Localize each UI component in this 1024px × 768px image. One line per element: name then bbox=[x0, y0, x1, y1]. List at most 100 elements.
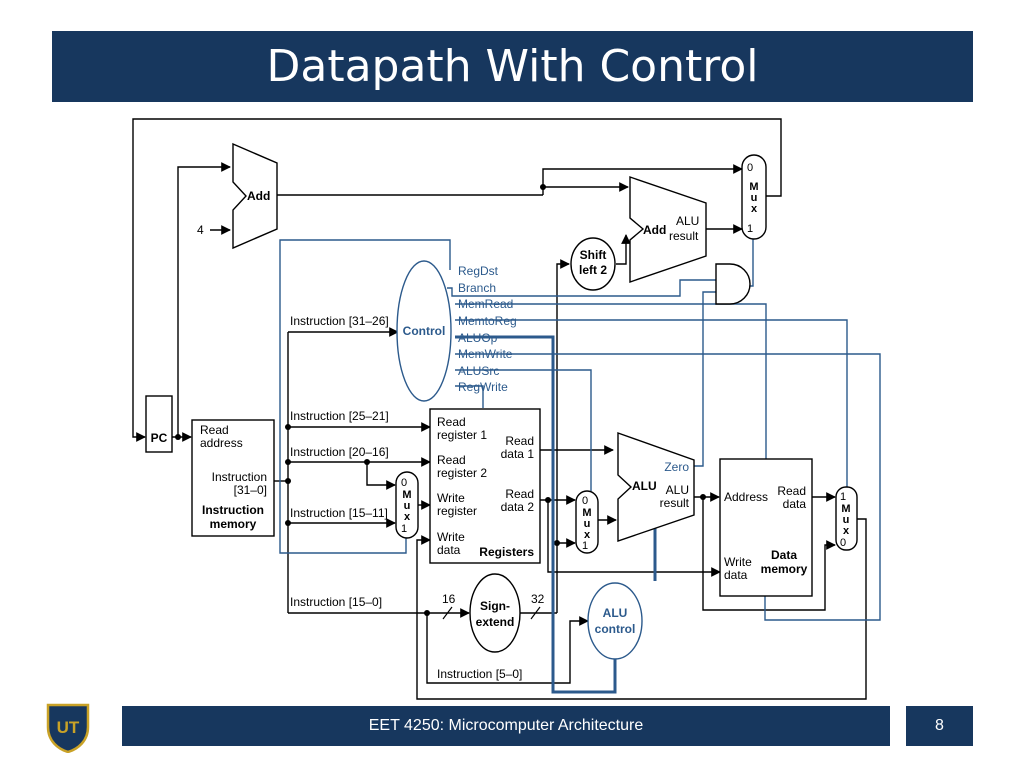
data-memory bbox=[719, 458, 813, 597]
reg-write-b: register bbox=[437, 504, 477, 518]
control-unit-label: Control bbox=[403, 324, 446, 338]
instruction-memory bbox=[191, 419, 275, 537]
signal-regwrite: RegWrite bbox=[458, 380, 508, 394]
imem-bits: [31–0] bbox=[234, 483, 267, 497]
field-20-16: Instruction [20–16] bbox=[290, 445, 389, 459]
alu-control-2: control bbox=[595, 622, 636, 636]
dmem-write-a: Write bbox=[724, 555, 752, 569]
memtoreg-mux-x: x bbox=[843, 525, 850, 537]
junction-dots bbox=[175, 184, 706, 616]
alusrc-mux-x: x bbox=[584, 529, 591, 541]
pc-adder-label: Add bbox=[247, 189, 270, 203]
sign-extend-1: Sign- bbox=[480, 599, 510, 613]
shift-label-1: Shift bbox=[580, 248, 607, 262]
instruction-field-labels: Instruction [31–26] Instruction [25–21] … bbox=[290, 314, 522, 681]
imem-name-2: memory bbox=[210, 517, 257, 531]
shift-left-2-shape bbox=[570, 237, 616, 291]
regdst-mux-u: u bbox=[404, 500, 411, 512]
regdst-mux-1: 1 bbox=[401, 523, 407, 535]
reg-read2-b: register 2 bbox=[437, 466, 487, 480]
signal-aluop: ALUOp bbox=[458, 331, 498, 345]
registers-label: Registers bbox=[479, 545, 534, 559]
alusrc-mux-m: M bbox=[582, 507, 591, 519]
university-logo: UT bbox=[46, 703, 90, 753]
dmem-read-b: data bbox=[783, 497, 807, 511]
field-31-26: Instruction [31–26] bbox=[290, 314, 389, 328]
bus-width-16: 16 bbox=[442, 592, 456, 606]
branch-adder-result: result bbox=[669, 229, 699, 243]
signal-branch: Branch bbox=[458, 281, 496, 295]
signal-regdst: RegDst bbox=[458, 264, 499, 278]
bus-slash-16 bbox=[442, 606, 453, 620]
reg-rdata1-b: data 1 bbox=[501, 447, 535, 461]
reg-read1-a: Read bbox=[437, 415, 466, 429]
alusrc-mux-1: 1 bbox=[582, 540, 588, 552]
pc-source-mux bbox=[741, 154, 767, 240]
imem-name-1: Instruction bbox=[202, 503, 264, 517]
dmem-read-a: Read bbox=[777, 484, 806, 498]
control-unit-shape bbox=[396, 260, 452, 402]
field-25-21: Instruction [25–21] bbox=[290, 409, 389, 423]
branch-and-gate bbox=[715, 263, 751, 305]
shift-label-2: left 2 bbox=[579, 263, 607, 277]
memtoreg-mux-1: 1 bbox=[840, 491, 846, 503]
imem-address: address bbox=[200, 436, 243, 450]
alusrc-mux-u: u bbox=[584, 518, 591, 530]
dmem-name-1: Data bbox=[771, 548, 797, 562]
pc-mux-m: M bbox=[749, 181, 758, 193]
regdst-mux-0: 0 bbox=[401, 477, 407, 489]
dmem-name-2: memory bbox=[761, 562, 808, 576]
signal-memwrite: MemWrite bbox=[458, 347, 513, 361]
memtoreg-mux-u: u bbox=[843, 514, 850, 526]
pc-adder-shape bbox=[232, 142, 278, 250]
control-signal-labels: RegDst Branch MemRead MemtoReg ALUOp Mem… bbox=[458, 264, 517, 394]
branch-adder-label: Add bbox=[643, 223, 666, 237]
regdst-mux bbox=[395, 471, 419, 539]
pc-mux-u: u bbox=[751, 192, 758, 204]
memtoreg-mux-m: M bbox=[841, 503, 850, 515]
pc-mux-in1: 1 bbox=[747, 223, 753, 235]
reg-wdata-b: data bbox=[437, 543, 461, 557]
imem-instruction: Instruction bbox=[212, 470, 267, 484]
reg-read2-a: Read bbox=[437, 453, 466, 467]
memtoreg-mux bbox=[835, 486, 858, 551]
reg-rdata2-a: Read bbox=[505, 487, 534, 501]
logo-text: UT bbox=[57, 718, 80, 737]
field-5-0: Instruction [5–0] bbox=[437, 667, 522, 681]
alu-zero: Zero bbox=[664, 460, 689, 474]
reg-rdata2-b: data 2 bbox=[501, 500, 535, 514]
dmem-address: Address bbox=[724, 490, 768, 504]
bus-slash-32 bbox=[530, 606, 541, 620]
page-number: 8 bbox=[935, 717, 944, 734]
aluop-wires bbox=[455, 335, 657, 694]
memtoreg-mux-0: 0 bbox=[840, 537, 846, 549]
reg-write-a: Write bbox=[437, 491, 465, 505]
alu-control-shape bbox=[587, 582, 643, 660]
field-15-0: Instruction [15–0] bbox=[290, 595, 382, 609]
dmem-write-b: data bbox=[724, 568, 748, 582]
field-15-11: Instruction [15–11] bbox=[290, 506, 388, 520]
signal-memtoreg: MemtoReg bbox=[458, 314, 517, 328]
reg-read1-b: register 1 bbox=[437, 428, 487, 442]
reg-wdata-a: Write bbox=[437, 530, 465, 544]
alu-result-a: ALU bbox=[666, 483, 689, 497]
reg-rdata1-a: Read bbox=[505, 434, 534, 448]
constant-four: 4 bbox=[197, 223, 204, 237]
pc-mux-in0: 0 bbox=[747, 162, 753, 174]
imem-read: Read bbox=[200, 423, 229, 437]
pc-register bbox=[145, 395, 173, 453]
signal-alusrc: ALUSrc bbox=[458, 364, 499, 378]
alusrc-mux bbox=[575, 490, 599, 554]
footer-bar: EET 4250: Microcomputer Architecture bbox=[122, 706, 890, 746]
alu-control-1: ALU bbox=[603, 606, 628, 620]
regdst-mux-m: M bbox=[402, 489, 411, 501]
sign-extend-2: extend bbox=[476, 615, 515, 629]
pc-mux-x: x bbox=[751, 203, 758, 215]
pc-label: PC bbox=[151, 431, 168, 445]
control-wires bbox=[279, 238, 881, 621]
footer-course: EET 4250: Microcomputer Architecture bbox=[368, 717, 644, 734]
branch-adder-shape bbox=[629, 176, 707, 283]
alu-label: ALU bbox=[632, 479, 657, 493]
sign-extend-shape bbox=[469, 573, 521, 653]
